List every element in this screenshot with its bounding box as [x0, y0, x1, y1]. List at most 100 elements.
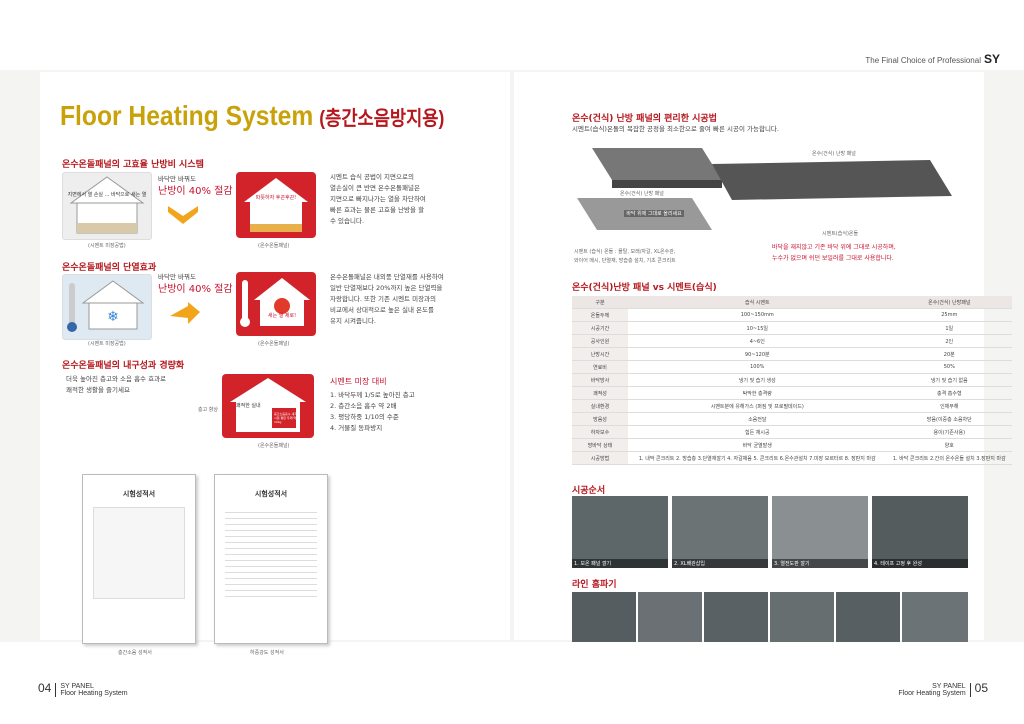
cold-house-image: ❄ — [62, 274, 152, 340]
section-title-grooving: 라인 홈파기 — [572, 580, 617, 590]
list-item: 2. 층간소음 흡수 약 2배 — [330, 402, 397, 410]
house-cold-icon — [69, 176, 145, 234]
caption-cement: (시멘트 미장공법) — [88, 243, 126, 249]
page-number: 05 — [974, 681, 988, 695]
table-cell: 2인 — [886, 334, 1012, 348]
panel-house-text: 따뜻하자 후끈후끈! — [255, 195, 297, 201]
process-photo: 4. 테이프 고정 후 완성 — [872, 496, 968, 568]
row-label: 바닥방사 — [572, 373, 628, 387]
callout-line1: 바닥만 바꿔도 — [158, 273, 196, 281]
row-label: 시공기간 — [572, 321, 628, 335]
page-number: 04 — [38, 681, 52, 695]
row-label: 쾌적성 — [572, 386, 628, 400]
footer-subtitle: Floor Heating System — [898, 690, 966, 698]
table-header-row: 구분 습식 시멘트 온수(건식) 난방패널 — [572, 296, 1012, 309]
caption-panel-2: (온수온돌패널) — [258, 341, 290, 347]
table-cell: 탁막한 층격량 — [628, 386, 887, 400]
grooving-photo — [902, 592, 968, 642]
wet-floor-description: 시멘트 (습식) 온돌 : 몰탈, 모래/자갈, XL온수관, 와이어 메시, … — [574, 248, 676, 266]
desc-line: 와이어 메시, 단열재, 방습층 설치, 기초 콘크리트 — [574, 258, 676, 264]
desc-line: 비교에서 상대적으로 높은 실내 온도를 — [330, 306, 434, 314]
table-cell: 50% — [886, 360, 1012, 374]
section-title-insulation: 온수온돌패널의 단열효과 — [62, 263, 157, 273]
desc-line: 지면으로 빠지나가는 열을 차단하여 — [330, 195, 426, 203]
table-cell: 시멘트분에 유해가스 (퍼짐 및 프로필데이드) — [628, 399, 887, 413]
process-photos: 1. 보온 패널 깔기 2. XL배관삽입 3. 열전도판 깔기 4. 테이프 … — [572, 496, 968, 568]
process-photo: 1. 보온 패널 깔기 — [572, 496, 668, 568]
list-item: 3. 평당하중 1/10의 수준 — [330, 413, 399, 421]
step-caption: 4. 테이프 고정 후 완성 — [872, 559, 968, 568]
certificate-title: 시험성적서 — [254, 490, 288, 498]
house-warm-icon — [244, 178, 308, 232]
durability-description: 더욱 높아진 층고와 소음 흡수 효과로 쾌적한 생활을 즐기세요 — [66, 374, 166, 396]
label-pipe: 바닥 위에 그대로 올리세요 — [624, 210, 684, 217]
arrow-icon — [170, 302, 200, 330]
desc-line: 더욱 높아진 층고와 소음 흡수 효과로 — [66, 375, 167, 383]
column-header: 온수(건식) 난방패널 — [886, 296, 1012, 309]
row-label: 연료비 — [572, 360, 628, 374]
row-label: 실내환경 — [572, 399, 628, 413]
table-cell: 소음전달 — [628, 412, 887, 426]
step-caption: 3. 열전도판 깔기 — [772, 559, 868, 568]
arrow-icon — [168, 202, 198, 228]
svg-text:❄: ❄ — [107, 309, 119, 325]
certificate-text — [225, 507, 317, 597]
savings-callout-2: 바닥만 바꿔도 난방이 40% 절감 — [158, 272, 233, 296]
noise-certificate: 시험성적서 — [82, 474, 196, 644]
table-cell: 방음(이중층 소음차단 — [886, 412, 1012, 426]
callout-line2: 난방이 40% 절감 — [158, 284, 233, 295]
table-cell: 100~150mm — [628, 308, 887, 322]
column-header: 구분 — [572, 296, 628, 309]
table-cell: 20분 — [886, 347, 1012, 361]
cement-house-text: 지면에서 열 손실 ... 바닥으로 새는 열 — [67, 192, 147, 198]
desc-line: 빠른 효과는 물론 고효율 난방을 할 — [330, 206, 425, 214]
section-title-comparison: 온수(건식)난방 패널 vs 시멘트(습식) — [572, 283, 717, 293]
comfort-house-icon — [230, 378, 306, 432]
footer-brand: SY PANEL — [932, 683, 966, 691]
process-photo: 2. XL배관삽입 — [672, 496, 768, 568]
certificate-graph — [93, 507, 185, 599]
step-caption: 1. 보온 패널 깔기 — [572, 559, 668, 568]
panel-house-image-2: 새는 열 제로! — [236, 272, 316, 336]
savings-callout: 바닥만 바꿔도 난방이 40% 절감 — [158, 174, 233, 198]
page-title: Floor Heating System (층간소음방지용) — [60, 100, 445, 131]
caption-noise-certificate: 층간소음 성적서 — [118, 650, 152, 656]
cement-house-image: 지면에서 열 손실 ... 바닥으로 새는 열 — [62, 172, 152, 240]
section-title-durability: 온수온돌패널의 내구성과 경량화 — [62, 361, 185, 371]
certificate-title: 시험성적서 — [122, 490, 156, 498]
grooving-photo — [836, 592, 900, 642]
desc-line: 시멘트 습식 공법이 지면으로의 — [330, 173, 414, 181]
table-cell: 바닥 균열발생 — [628, 438, 887, 452]
section-title-efficiency: 온수온돌패널의 고효율 난방비 시스템 — [62, 160, 204, 170]
installation-diagram — [572, 140, 952, 270]
list-title: 시멘트 미장 대비 — [330, 377, 387, 386]
table-cell: 냉기 및 습기 없음 — [886, 373, 1012, 387]
snowflake-house-icon: ❄ — [67, 280, 145, 332]
table-cell: 1. 바닥 콘크리트 2.간의 온수온돌 설치 3.장판지 마감 — [886, 451, 1012, 465]
comfort-house-image: 쾌적한 실내 층간소음흡수 새지 시험 평판 두께 약 10kg — [222, 374, 314, 438]
table-cell: 충격 흡수형 — [886, 386, 1012, 400]
row-label: 공사인원 — [572, 334, 628, 348]
grooving-photo — [572, 592, 636, 642]
callout-line1: 바닥만 바꿔도 — [158, 175, 196, 183]
footer-right: SY PANEL Floor Heating System 05 — [898, 681, 988, 698]
step-caption: 2. XL배관삽입 — [672, 559, 768, 568]
table-cell: 인체무해 — [886, 399, 1012, 413]
label-dry-panel: 온수(건식) 난방 패널 — [620, 191, 664, 197]
table-cell: 양호 — [886, 438, 1012, 452]
comfort-note: 층간소음흡수 새지 시험 평판 두께 약 10kg — [274, 412, 298, 424]
grooving-photo — [638, 592, 702, 642]
process-photo: 3. 열전도판 깔기 — [772, 496, 868, 568]
efficiency-description: 시멘트 습식 공법이 지면으로의 열손실이 큰 반면 온수온돌패널은 지면으로 … — [330, 172, 426, 227]
section-title-process: 시공순서 — [572, 486, 606, 496]
